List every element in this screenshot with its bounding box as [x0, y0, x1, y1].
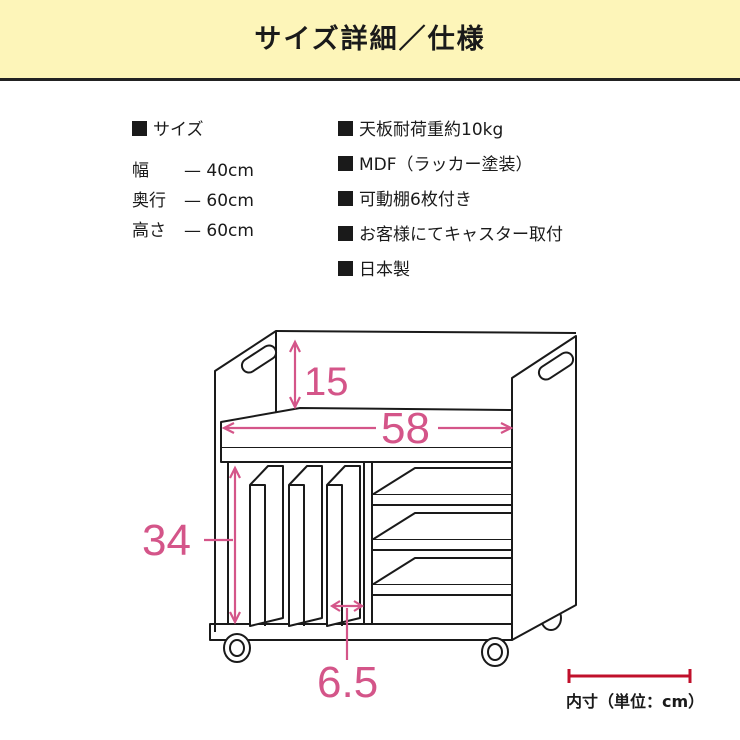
center-partition	[363, 461, 373, 625]
spec-item: MDF（ラッカー塗装）	[338, 154, 533, 176]
square-bullet-icon	[338, 261, 353, 276]
dimension-labels: 15 58 34 6.5	[142, 360, 430, 707]
size-heading: サイズ	[132, 119, 204, 141]
divider	[249, 465, 284, 627]
square-bullet-icon	[338, 226, 353, 241]
size-height-label: 高さ	[132, 221, 166, 241]
spec-item: 可動棚6枚付き	[338, 189, 472, 211]
legend-label: 内寸（単位：cm）	[566, 692, 705, 711]
label-side-height: 34	[142, 516, 191, 565]
legend-bar	[567, 669, 692, 683]
spec-item: 日本製	[338, 259, 410, 281]
divider	[326, 465, 361, 627]
label-top-height: 15	[304, 360, 349, 404]
shelf-edge	[371, 495, 513, 506]
square-bullet-icon	[338, 121, 353, 136]
size-height-value: — 60cm	[184, 221, 254, 241]
bottom-board	[209, 623, 513, 641]
size-width-value: — 40cm	[184, 161, 254, 181]
shelf-edge	[371, 585, 513, 596]
shelf-edge	[371, 540, 513, 551]
caster-front-left	[223, 633, 251, 663]
back-edge	[275, 330, 577, 334]
dimension-annotations	[204, 339, 514, 660]
label-divider-gap: 6.5	[317, 658, 378, 707]
spec-item: 天板耐荷重約10kg	[338, 119, 503, 141]
right-handle	[537, 351, 575, 381]
left-handle	[240, 344, 278, 374]
size-width-label: 幅	[132, 161, 149, 181]
top-shelf-edge	[220, 448, 513, 463]
square-bullet-icon	[132, 121, 147, 136]
size-depth-value: — 60cm	[184, 191, 254, 211]
page-title: サイズ詳細／仕様	[254, 24, 486, 55]
square-bullet-icon	[338, 191, 353, 206]
spec-item: お客様にてキャスター取付	[338, 224, 563, 246]
header-banner	[0, 0, 740, 81]
caster-front-right	[481, 637, 509, 667]
label-width: 58	[381, 404, 430, 453]
right-side-panel	[511, 335, 577, 641]
square-bullet-icon	[338, 156, 353, 171]
size-depth-label: 奥行	[132, 191, 166, 211]
divider	[288, 465, 323, 627]
